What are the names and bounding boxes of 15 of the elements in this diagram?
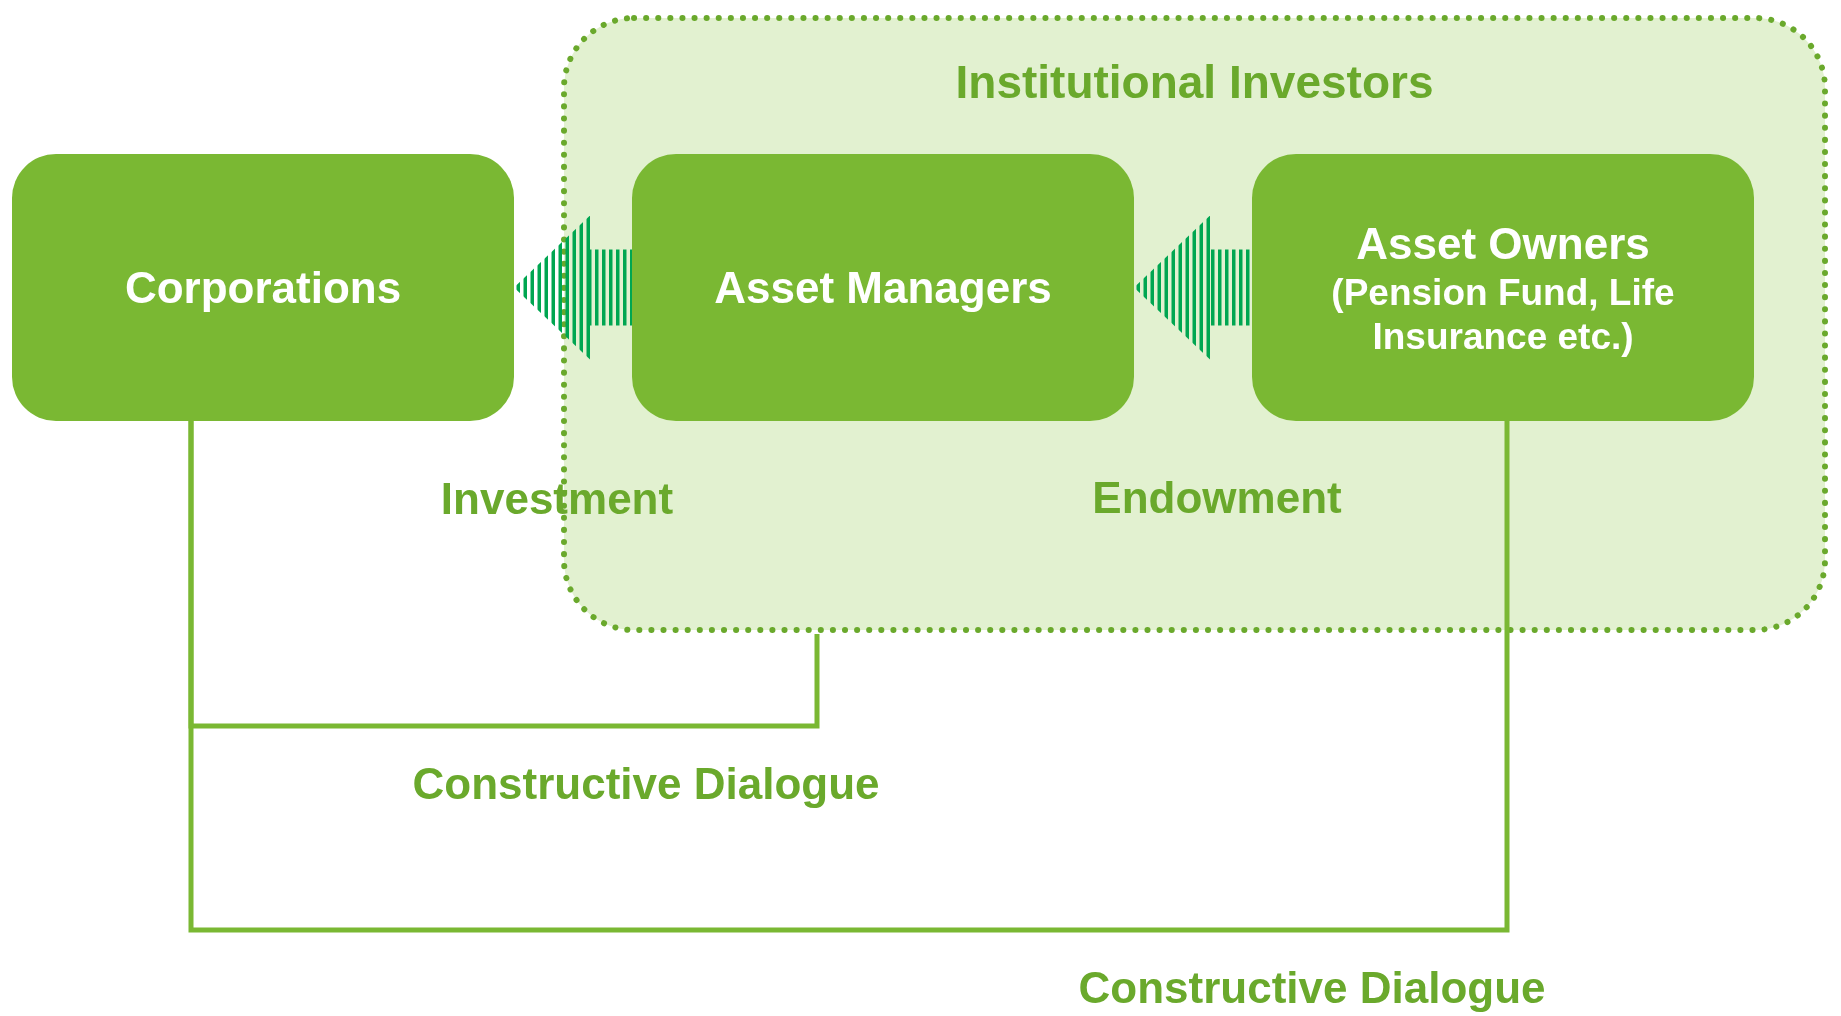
connector-line (188, 421, 1510, 933)
box-subtitle: (Pension Fund, Life Insurance etc.) (1330, 270, 1676, 359)
rounded-box (1252, 154, 1754, 421)
box-title: Corporations (124, 262, 402, 314)
block-arrow (1134, 215, 1252, 360)
box-title: Asset Managers (714, 262, 1052, 314)
rounded-box (12, 154, 514, 421)
edge-label: Endowment (1092, 476, 1342, 520)
edge-label: Constructive Dialogue (412, 762, 880, 806)
block-arrow (514, 215, 632, 360)
rounded-box (632, 154, 1134, 421)
edge-label: Constructive Dialogue (1078, 966, 1546, 1010)
box-title: Asset Owners (1356, 217, 1650, 270)
edge-label: Investment (440, 477, 674, 521)
group-title: Institutional Investors (955, 59, 1434, 105)
